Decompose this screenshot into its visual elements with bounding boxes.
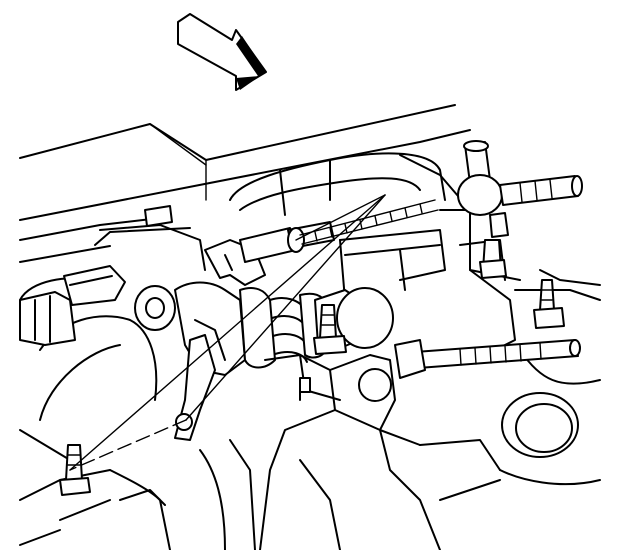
stud-upper-right — [479, 239, 507, 279]
vacuum-fittings — [394, 339, 581, 379]
stud-center — [313, 304, 347, 355]
sensor-shaft — [239, 199, 439, 263]
center-casting — [199, 354, 501, 550]
stud-right — [533, 279, 565, 329]
callout-lines — [69, 194, 386, 471]
stud-left — [59, 444, 91, 496]
direction-arrow-icon — [177, 13, 267, 91]
right-casting — [419, 269, 601, 501]
bolt-top-left — [144, 205, 173, 227]
bolt-studs — [59, 205, 565, 496]
vacuum-cap — [501, 392, 579, 458]
electrical-connector — [19, 265, 126, 346]
sensor-bracket — [174, 239, 266, 441]
engine-cover — [19, 104, 471, 263]
pcv-fitting — [457, 140, 583, 238]
